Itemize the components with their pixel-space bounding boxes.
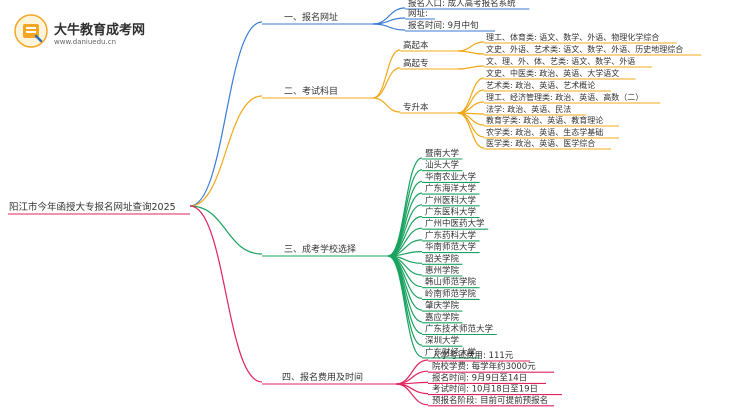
school-item: 华南农业大学 [425, 171, 477, 182]
school-item: 肇庆学院 [425, 300, 460, 311]
school-item: 华南师范大学 [425, 242, 477, 253]
leaf-connector [387, 180, 423, 257]
branch-1-connector [189, 21, 263, 207]
subject-item: 教育学类: 政治、英语、教育理论 [486, 115, 603, 125]
school-item: 广州中医药大学 [425, 218, 485, 229]
leaf-connector [387, 255, 423, 335]
school-item: 广东技术师范大学 [425, 324, 494, 335]
branch-3-connector [189, 205, 263, 255]
school-item: 广州医科大学 [425, 195, 477, 206]
fee-time-item: 入学考试费用: 111元 [432, 350, 514, 361]
leaf-connector [372, 23, 406, 31]
group-connector [372, 97, 401, 113]
group-connector [372, 67, 401, 99]
brand-title: 大牛教育成考网 [54, 23, 146, 38]
school-item: 韩山师范学院 [425, 277, 477, 288]
graduation-cap-icon [14, 14, 48, 48]
brand-domain: www.daniuedu.cn [54, 38, 117, 46]
root-topic: 阳江市今年函授大专报名网址查询2025 [9, 201, 176, 213]
subject-item: 理工、经济管理类: 政治、英语、高数（二） [486, 92, 643, 102]
subject-group-label: 专升本 [403, 102, 429, 113]
subject-item: 文、理、外、体、艺类: 语文、数学、外语 [486, 56, 635, 66]
fee-time-item: 报名时间: 9月9日至14日 [432, 372, 527, 383]
fee-time-item: 预报名阶段: 目前可提前预报名 [432, 395, 548, 406]
fee-time-item: 院校学费: 每学年约3000元 [432, 361, 536, 372]
subject-item: 理工、体育类: 语文、数学、外语、物理化学综合 [486, 32, 659, 42]
school-item: 惠州学院 [425, 265, 460, 276]
subject-item: 文史、外语、艺术类: 语文、数学、外语、历史地理综合 [486, 44, 683, 54]
leaf-connector [457, 112, 485, 149]
leaf-connector [457, 50, 485, 55]
school-item: 广东财经大学 [425, 347, 477, 358]
subject-item: 农学类: 政治、英语、生态学基础 [486, 127, 603, 137]
school-item: 韶关学院 [425, 253, 460, 264]
branch-4-connector [189, 205, 263, 383]
branch-2-label: 二、考试科目 [284, 85, 338, 97]
leaf-connector [457, 89, 485, 114]
school-item: 深圳大学 [425, 335, 460, 346]
subject-item: 艺术类: 政治、英语、艺术概论 [486, 80, 595, 90]
branch-3-label: 三、成考学校选择 [284, 243, 356, 255]
subject-item: 医学类: 政治、英语、医学综合 [486, 138, 595, 148]
school-item: 广东海洋大学 [425, 183, 477, 194]
leaf-info: 报名时间: 9月中旬 [408, 20, 478, 31]
branch-4-label: 四、报名费用及时间 [282, 371, 363, 383]
group-connector [372, 49, 401, 99]
leaf-connector [387, 255, 423, 346]
branch-1-label: 一、报名网址 [284, 11, 338, 23]
school-item: 暨南大学 [425, 148, 460, 159]
branch-2-connector [189, 95, 263, 207]
leaf-info: 网址: [408, 8, 428, 19]
leaf-connector [457, 41, 485, 52]
leaf-connector [387, 192, 423, 257]
school-item: 岭南师范学院 [425, 288, 477, 299]
leaf-connector [395, 383, 429, 406]
leaf-connector [457, 65, 485, 70]
school-item: 嘉应学院 [425, 312, 460, 323]
subject-group-label: 高起本 [403, 40, 429, 51]
subject-group-label: 高起专 [403, 58, 429, 69]
brand-logo[interactable]: 大牛教育成考网 www.daniuedu.cn [14, 14, 145, 48]
school-item: 汕头大学 [425, 160, 460, 171]
subject-item: 文史、中医类: 政治、英语、大学语文 [486, 68, 619, 78]
subject-item: 法学: 政治、英语、民法 [486, 104, 571, 114]
school-item: 广东药科大学 [425, 230, 477, 241]
leaf-info: 报名入口: 成人高考报名系统 [408, 0, 516, 9]
school-item: 广东医科大学 [425, 207, 477, 218]
leaf-connector [395, 383, 429, 395]
fee-time-item: 考试时间: 10月18日至19日 [432, 384, 538, 395]
leaf-connector [387, 255, 423, 358]
